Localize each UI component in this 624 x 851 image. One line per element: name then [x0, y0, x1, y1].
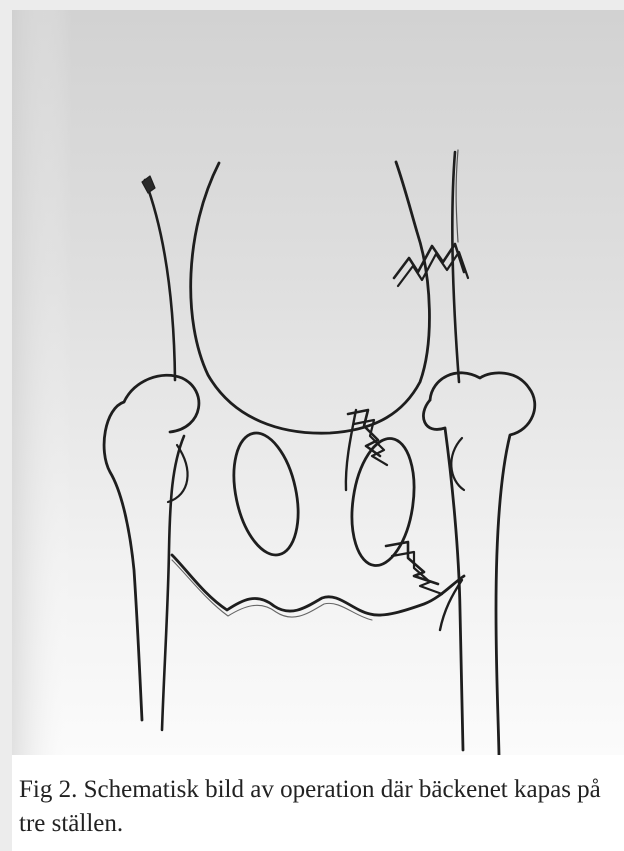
pelvis-sketch [12, 10, 624, 755]
figure-caption: Fig 2. Schematisk bild av operation där … [19, 773, 619, 841]
paper-background [12, 10, 624, 755]
caption-panel: Fig 2. Schematisk bild av operation där … [12, 755, 624, 851]
pelvis-drawing-photo [12, 10, 624, 755]
paper-shadow [12, 10, 72, 755]
